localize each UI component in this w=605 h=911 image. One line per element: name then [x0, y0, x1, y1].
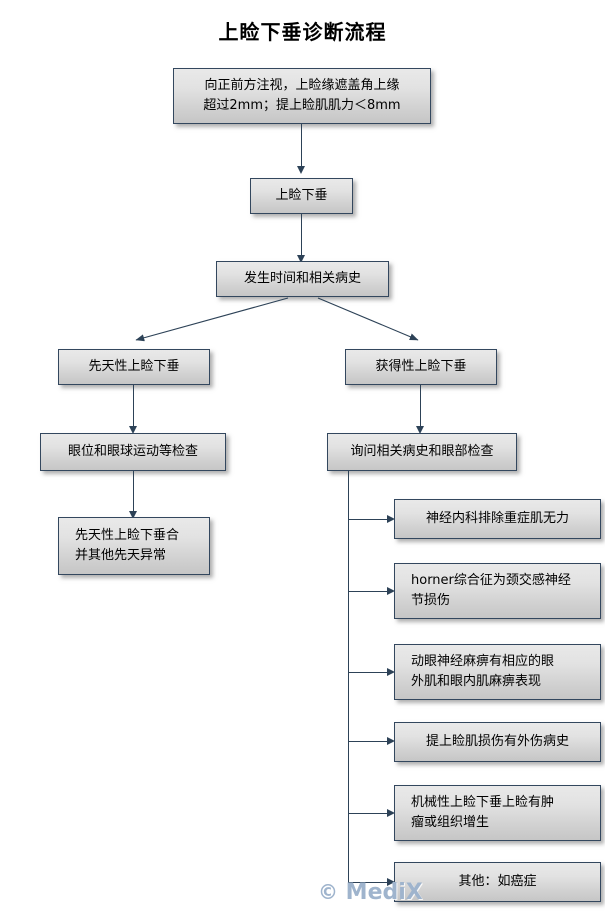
connector-branch-n14 [348, 882, 391, 883]
arrowhead-n2-n3 [297, 255, 305, 263]
node-label: 眼位和眼球运动等检查 [67, 444, 198, 459]
connector-n5-n7 [420, 385, 421, 428]
arrowhead-n10 [387, 587, 395, 595]
arrowhead-n11 [387, 668, 395, 676]
arrowhead-n6-n8 [129, 511, 137, 519]
node-history-and-eye-exam: 询问相关病史和眼部检查 [327, 433, 517, 471]
connector-branch-n9 [348, 519, 391, 520]
watermark: © MediX [318, 880, 423, 905]
arrowhead-n4-n6 [129, 426, 137, 434]
connector-branch-n11 [348, 672, 391, 673]
connector-branch-n10 [348, 591, 391, 592]
arrowhead-n9 [387, 515, 395, 523]
page-title: 上睑下垂诊断流程 [218, 20, 387, 44]
connector-n2-n3 [301, 214, 302, 257]
node-neurology-myasthenia: 神经内科排除重症肌无力 [394, 499, 601, 539]
node-mechanical-ptosis: 机械性上睑下垂上睑有肿 瘤或组织增生 [394, 785, 601, 841]
node-label: 向正前方注视，上睑缘遮盖角上缘 超过2mm；提上睑肌肌力＜8mm [203, 78, 401, 113]
node-label: 机械性上睑下垂上睑有肿 瘤或组织增生 [411, 795, 555, 830]
watermark-text: MediX [345, 880, 423, 905]
arrowhead-n5-n7 [416, 426, 424, 434]
node-label: 获得性上睑下垂 [375, 359, 467, 374]
arrowhead-n12 [387, 737, 395, 745]
copyright-icon: © [318, 880, 338, 904]
connector-n1-n2 [301, 124, 302, 168]
connector-trunk-right [348, 471, 349, 882]
node-oculomotor-palsy: 动眼神经麻痹有相应的眼 外肌和眼内肌麻痹表现 [394, 644, 601, 700]
node-congenital-ptosis: 先天性上睑下垂 [58, 349, 210, 385]
connector-n4-n6 [133, 385, 134, 428]
node-congenital-with-anomalies: 先天性上睑下垂合 并其他先天异常 [58, 517, 210, 575]
node-label: 上睑下垂 [275, 188, 328, 203]
connector-n6-n8 [133, 471, 134, 513]
node-label: 发生时间和相关病史 [243, 271, 361, 286]
node-label: 提上睑肌损伤有外伤病史 [425, 734, 569, 749]
node-label: 动眼神经麻痹有相应的眼 外肌和眼内肌麻痹表现 [411, 654, 555, 689]
arrowhead-n13 [387, 809, 395, 817]
connector-branch-diagonals [135, 297, 419, 342]
node-label: 神经内科排除重症肌无力 [425, 511, 569, 526]
node-levator-trauma: 提上睑肌损伤有外伤病史 [394, 722, 601, 762]
node-acquired-ptosis: 获得性上睑下垂 [345, 349, 497, 385]
connector-branch-n12 [348, 741, 391, 742]
node-label: 其他：如癌症 [458, 874, 537, 889]
node-label: 先天性上睑下垂合 并其他先天异常 [75, 528, 180, 563]
node-label: 先天性上睑下垂 [88, 359, 180, 374]
arrowhead-n1-n2 [297, 166, 305, 174]
arrowhead-n14 [387, 878, 395, 886]
node-onset-and-history: 发生时间和相关病史 [216, 261, 389, 297]
connector-branch-n13 [348, 813, 391, 814]
node-label: horner综合征为颈交感神经 节损伤 [411, 573, 571, 608]
node-other-causes: 其他：如癌症 [394, 862, 601, 902]
node-ptosis: 上睑下垂 [250, 178, 353, 214]
node-eye-position-motility-exam: 眼位和眼球运动等检查 [40, 433, 226, 471]
node-definition-criteria: 向正前方注视，上睑缘遮盖角上缘 超过2mm；提上睑肌肌力＜8mm [173, 68, 431, 124]
node-horner-syndrome: horner综合征为颈交感神经 节损伤 [394, 563, 601, 619]
node-label: 询问相关病史和眼部检查 [350, 444, 494, 459]
